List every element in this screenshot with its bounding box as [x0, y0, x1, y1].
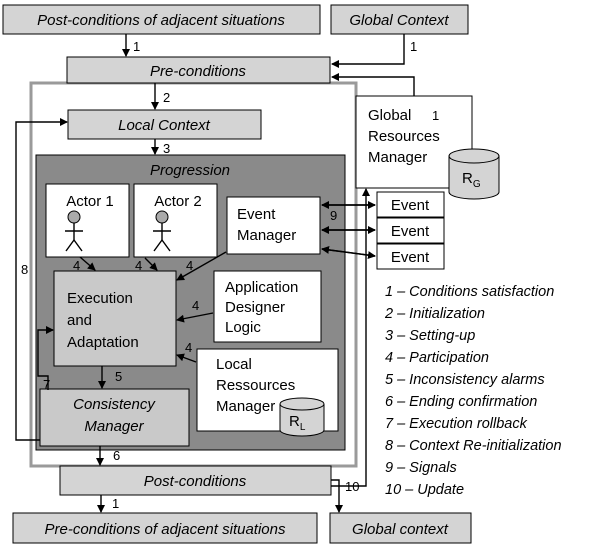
actor2-label: Actor 2 — [154, 193, 202, 210]
top-postconditions-label: Post-conditions of adjacent situations — [37, 12, 285, 29]
event-manager-box — [226, 196, 321, 255]
event-box-1-label: Event — [391, 197, 430, 214]
actor2-box — [133, 183, 218, 258]
event-box-1 — [376, 191, 445, 218]
actor2-icon — [153, 210, 171, 252]
actor1-box — [45, 183, 130, 258]
label-4-actor2: 4 — [135, 258, 142, 273]
consistency-line1: Consistency — [73, 396, 156, 413]
bottom-preconditions-label: Pre-conditions of adjacent situations — [45, 521, 286, 538]
consistency-box — [39, 388, 190, 447]
legend-item: 4 – Participation — [385, 350, 489, 366]
label-9: 9 — [330, 208, 337, 223]
bottom-global-context-box — [329, 512, 472, 544]
legend-item: 7 – Execution rollback — [385, 416, 528, 432]
top-global-context-box — [330, 4, 469, 35]
local-res-line1: Local — [216, 356, 252, 373]
label-10: 10 — [345, 479, 359, 494]
global-database-icon — [448, 148, 500, 200]
legend-item: 9 – Signals — [385, 460, 457, 476]
event-box-2 — [376, 217, 445, 244]
app-logic-line3: Logic — [225, 319, 261, 336]
event-box-3 — [376, 243, 445, 270]
label-8: 8 — [21, 262, 28, 277]
label-4-app: 4 — [192, 298, 199, 313]
label-1-grm: 1 — [432, 108, 439, 123]
local-database-icon — [279, 397, 325, 437]
legend-item: 3 – Setting-up — [385, 328, 475, 344]
label-1-bottom: 1 — [112, 496, 119, 511]
actor1-icon — [65, 210, 83, 252]
legend-item: 1 – Conditions satisfaction — [385, 284, 554, 300]
legend-item: 5 – Inconsistency alarms — [385, 372, 545, 388]
local-context-label: Local Context — [118, 117, 211, 134]
app-logic-line2: Designer — [225, 299, 285, 316]
label-1-top: 1 — [133, 39, 140, 54]
label-7: 7 — [43, 377, 50, 392]
label-4-event: 4 — [186, 258, 193, 273]
app-logic-box — [213, 270, 322, 343]
actor1-label: Actor 1 — [66, 193, 114, 210]
event-manager-line2: Manager — [237, 227, 296, 244]
execution-line2: and — [67, 312, 92, 329]
connectors — [15, 34, 415, 513]
bottom-preconditions-box — [12, 512, 318, 544]
local-database-label: RL — [289, 413, 306, 433]
label-2: 2 — [163, 90, 170, 105]
global-res-line1: Global — [368, 107, 411, 124]
step-labels: 1 1 1 2 3 8 4 4 4 4 4 5 7 6 9 1 10 — [21, 39, 439, 511]
label-1-global: 1 — [410, 39, 417, 54]
label-5: 5 — [115, 369, 122, 384]
local-res-line2: Ressources — [216, 377, 295, 394]
postconditions-box — [59, 465, 332, 496]
preconditions-label: Pre-conditions — [150, 63, 246, 80]
postconditions-label: Post-conditions — [144, 473, 247, 490]
label-6: 6 — [113, 448, 120, 463]
global-res-line3: Manager — [368, 149, 427, 166]
label-4-actor1: 4 — [73, 258, 80, 273]
execution-box — [53, 270, 177, 367]
label-3: 3 — [163, 141, 170, 156]
global-res-line2: Resources — [368, 128, 440, 145]
legend-item: 6 – Ending confirmation — [385, 394, 537, 410]
legend-item: 10 – Update — [385, 482, 464, 498]
global-database-label: RG — [462, 170, 481, 190]
top-global-context-label: Global Context — [349, 12, 449, 29]
event-manager-line1: Event — [237, 206, 276, 223]
legend-item: 8 – Context Re-initialization — [385, 438, 562, 454]
legend-item: 2 – Initialization — [384, 306, 485, 322]
label-4-local: 4 — [185, 340, 192, 355]
preconditions-box — [66, 56, 331, 84]
execution-line3: Adaptation — [67, 334, 139, 351]
local-res-line3: Manager — [216, 398, 275, 415]
progression-label: Progression — [150, 162, 230, 179]
local-context-box — [67, 109, 262, 140]
top-postconditions-box — [2, 4, 321, 35]
consistency-line2: Manager — [84, 418, 144, 435]
legend: 1 – Conditions satisfaction 2 – Initiali… — [384, 284, 562, 498]
event-box-3-label: Event — [391, 249, 430, 266]
bottom-global-context-label: Global context — [352, 521, 449, 538]
app-logic-line1: Application — [225, 279, 298, 296]
event-box-2-label: Event — [391, 223, 430, 240]
execution-line1: Execution — [67, 290, 133, 307]
